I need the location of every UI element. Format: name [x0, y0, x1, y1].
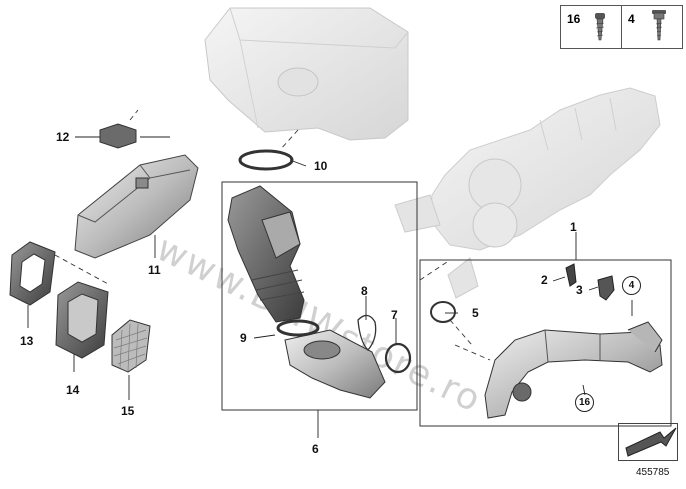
part-5-gasket: [430, 301, 456, 323]
part-label-1[interactable]: 1: [570, 220, 577, 234]
part-13-seal: [9, 241, 56, 306]
part-8-clip: [357, 314, 377, 351]
flange-screw-icon: [652, 10, 666, 41]
legend-number: 4: [628, 12, 635, 26]
part-label-4-circled[interactable]: 4: [622, 276, 641, 295]
air-filter-housing-ghost: [204, 7, 409, 141]
part-2-sensor: [565, 263, 577, 287]
part-label-5[interactable]: 5: [472, 306, 479, 320]
legend-number: 16: [567, 12, 581, 26]
direction-arrow-icon: [625, 427, 677, 457]
part-label-7[interactable]: 7: [391, 308, 398, 322]
part-label-8[interactable]: 8: [361, 284, 368, 298]
part-7-o-ring: [384, 342, 412, 374]
part-label-3[interactable]: 3: [576, 283, 583, 297]
group-box-1: [419, 259, 672, 427]
part-label-12[interactable]: 12: [56, 130, 70, 144]
part-label-9[interactable]: 9: [240, 331, 247, 345]
part-9-clamp: [276, 319, 320, 337]
part-14-bracket: [55, 281, 109, 359]
part-12-pad: [99, 123, 137, 149]
turbocharger-ghost: [394, 87, 661, 299]
part-label-11[interactable]: 11: [148, 263, 161, 277]
part-15-mesh-filter: [111, 319, 151, 373]
part-1-charge-pipe: [484, 321, 663, 419]
group-box-6: [221, 181, 418, 411]
part-label-13[interactable]: 13: [20, 334, 34, 348]
legend-item-16: 16: [561, 6, 621, 48]
legend-item-4: 4: [621, 6, 682, 48]
part-label-14[interactable]: 14: [66, 383, 80, 397]
part-3-sensor: [597, 275, 615, 301]
part-label-15[interactable]: 15: [121, 404, 135, 418]
part-6-intake-hose: [227, 185, 386, 399]
part-10-clamp: [238, 149, 294, 171]
diagram-id: 455785: [636, 467, 670, 478]
part-label-10[interactable]: 10: [314, 159, 328, 173]
screw-icon: [595, 13, 605, 41]
dashed-guides: [54, 109, 491, 361]
part-11-intake-duct: [74, 154, 199, 259]
part-label-2[interactable]: 2: [541, 273, 548, 287]
part-label-6[interactable]: 6: [312, 442, 319, 456]
